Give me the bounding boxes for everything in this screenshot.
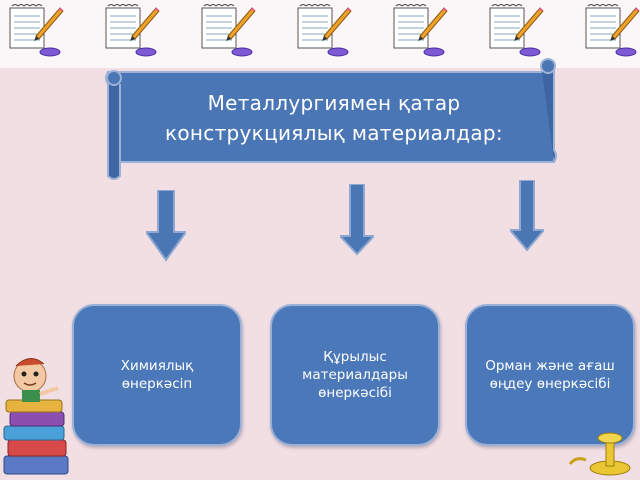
notepad-with-pencil-icon [393,4,448,57]
notepad-with-pencil-icon [585,4,640,57]
notepad-with-pencil-icon [9,4,64,57]
title-scroll-banner [105,58,557,180]
notepad-with-pencil-icon [297,4,352,57]
box-forestry-woodworking: Орман және ағаш өңдеу өнеркәсібі [465,304,635,446]
down-arrow-icon [340,184,374,256]
notepad-with-pencil-icon [201,4,256,57]
box-label: Құрылыс материалдары өнеркәсібі [302,349,408,401]
banner-title-line-2: конструкциялық материалдар: [165,121,503,145]
oil-lamp-icon [568,432,631,476]
banner-title-line-1: Металлургиямен қатар [207,91,461,115]
box-construction-materials: Құрылыс материалдары өнеркәсібі [270,304,440,446]
down-arrow-icon [146,190,186,262]
books-character-icon [3,358,69,475]
down-arrow-icon [510,180,544,252]
box-label: Орман және ағаш өңдеу өнеркәсібі [485,358,615,392]
box-chemical-industry: Химиялық өнеркәсіп [72,304,242,446]
box-label: Химиялық өнеркәсіп [120,358,194,392]
notepad-with-pencil-icon [489,4,544,57]
banner-title: Металлургиямен қатар конструкциялық мате… [118,88,550,148]
notepad-with-pencil-icon [105,4,160,57]
